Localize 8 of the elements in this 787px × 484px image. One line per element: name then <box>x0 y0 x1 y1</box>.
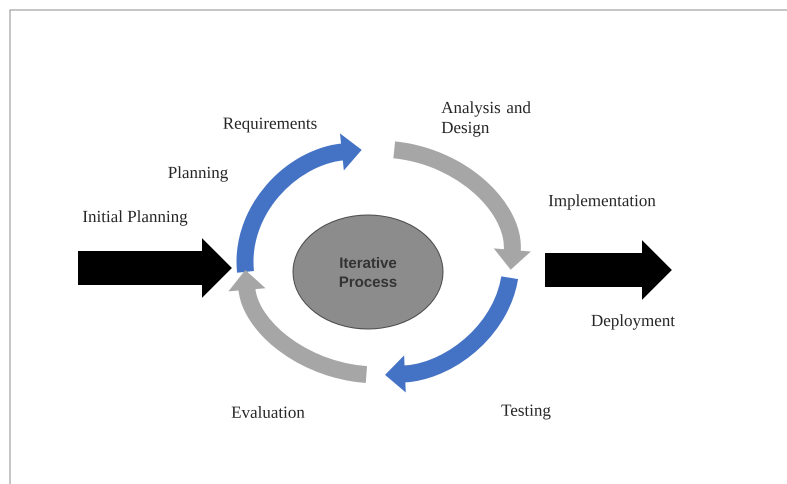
phase-label: Planning <box>168 166 228 182</box>
phase-label: Analysis and Design <box>441 101 531 137</box>
phase-label: Deployment <box>591 314 675 330</box>
phase-label: Evaluation <box>232 406 305 418</box>
phase-label: Testing <box>501 404 551 420</box>
phase-label: Requirements <box>223 118 317 132</box>
phase-label: Initial Planning <box>82 210 188 226</box>
phase-label: Implementation <box>548 194 656 210</box>
